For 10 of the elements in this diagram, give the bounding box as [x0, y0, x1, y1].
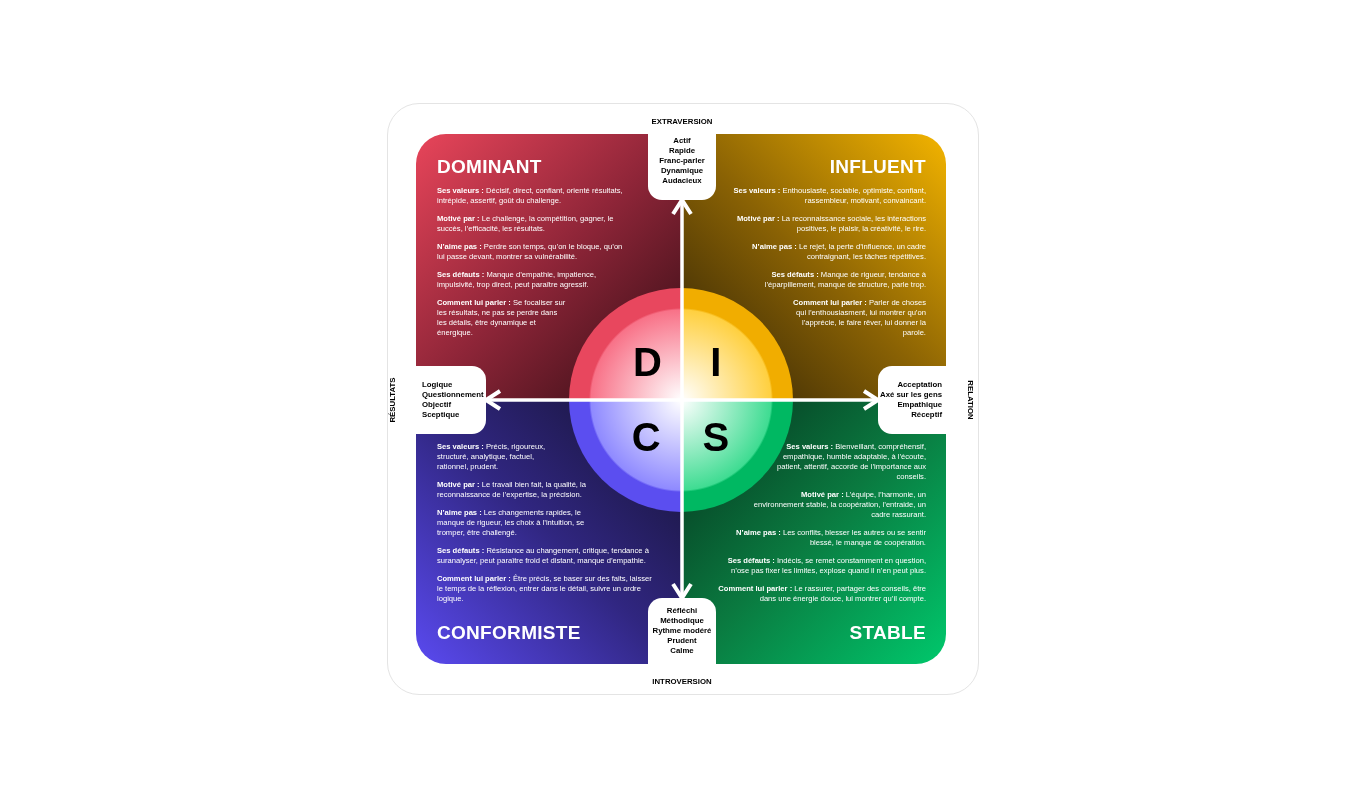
disc-letter: S [702, 416, 730, 457]
quadrant-title: DOMINANT [437, 156, 542, 178]
double-arrow [484, 389, 880, 411]
quadrant-title: STABLE [849, 622, 926, 644]
double-arrow [671, 198, 693, 600]
quadrant-title: CONFORMISTE [437, 622, 581, 644]
quadrant-title: INFLUENT [829, 156, 926, 178]
disc-letter: C [631, 416, 661, 457]
disc-letter: I [710, 341, 722, 382]
disc-letter: D [632, 341, 662, 382]
